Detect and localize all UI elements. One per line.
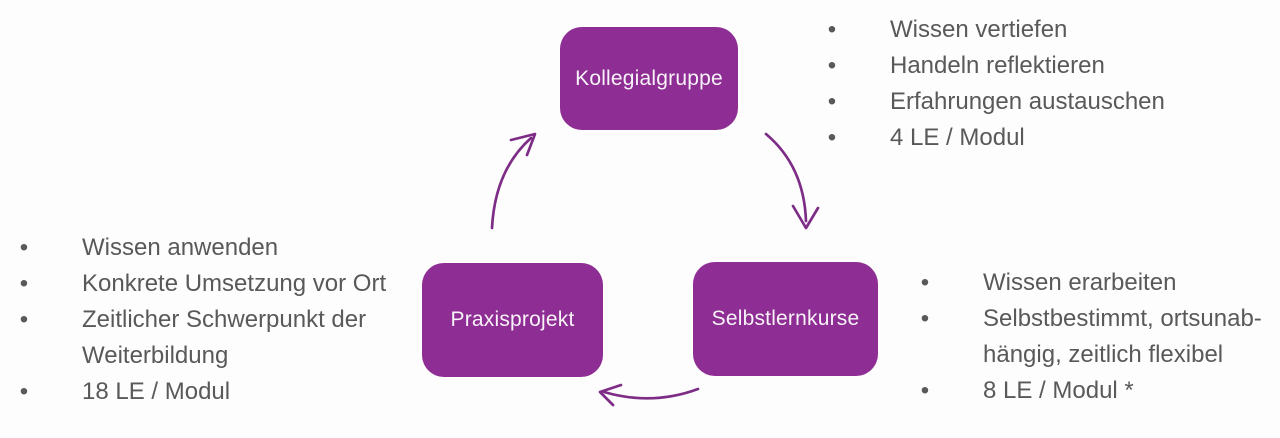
list-item: • Handeln reflektieren	[812, 48, 1232, 84]
list-item: • 4 LE / Modul	[812, 120, 1232, 156]
list-item-text: Zeitlicher Schwerpunkt der Weiterbildung	[82, 306, 367, 369]
bullet-icon: •	[827, 88, 837, 115]
list-item: • 8 LE / Modul *	[905, 373, 1280, 409]
list-item-text: 8 LE / Modul *	[983, 377, 1134, 404]
node-praxisprojekt: Praxisprojekt	[422, 263, 603, 377]
list-item-text: Wissen anwenden	[82, 234, 279, 261]
bullet-icon: •	[19, 378, 29, 405]
list-item-text: Erfahrungen austauschen	[890, 88, 1165, 115]
selbstlernkurse-bullet-list: • Wissen erarbeiten • Selbstbestimmt, or…	[905, 265, 1280, 409]
list-item-text: Wissen erarbeiten	[983, 269, 1177, 296]
list-item: • Zeitlicher Schwerpunkt der Weiterbildu…	[4, 302, 444, 374]
list-item: • Selbstbestimmt, ortsunab- hängig, zeit…	[905, 301, 1280, 373]
bullet-icon: •	[920, 269, 930, 296]
bullet-icon: •	[827, 52, 837, 79]
list-item-text: 18 LE / Modul	[82, 378, 231, 405]
praxisprojekt-bullet-list: • Wissen anwenden • Konkrete Umsetzung v…	[4, 230, 444, 410]
list-item: • Wissen anwenden	[4, 230, 444, 266]
list-item: • Wissen erarbeiten	[905, 265, 1280, 301]
node-kollegialgruppe-label: Kollegialgruppe	[575, 66, 723, 90]
list-item: • Wissen vertiefen	[812, 12, 1232, 48]
list-item-text: 4 LE / Modul	[890, 124, 1025, 151]
bullet-icon: •	[827, 124, 837, 151]
arrow-selbstlernkurse-to-praxisprojekt-icon	[598, 383, 700, 407]
node-selbstlernkurse: Selbstlernkurse	[693, 262, 878, 376]
list-item: • 18 LE / Modul	[4, 374, 444, 410]
list-item-text: Konkrete Umsetzung vor Ort	[82, 270, 387, 297]
node-kollegialgruppe: Kollegialgruppe	[560, 27, 738, 130]
list-item: • Erfahrungen austauschen	[812, 84, 1232, 120]
bullet-icon: •	[19, 270, 29, 297]
arrow-praxisprojekt-to-kollegialgruppe-icon	[490, 132, 537, 230]
bullet-icon: •	[19, 234, 29, 261]
bullet-icon: •	[19, 306, 29, 333]
list-item-text: Selbstbestimmt, ortsunab- hängig, zeitli…	[983, 305, 1262, 368]
arrow-kollegialgruppe-to-selbstlernkurse-icon	[764, 132, 820, 230]
node-praxisprojekt-label: Praxisprojekt	[450, 308, 575, 331]
kollegialgruppe-bullet-list: • Wissen vertiefen • Handeln reflektiere…	[812, 12, 1232, 156]
bullet-icon: •	[920, 305, 930, 332]
node-selbstlernkurse-label: Selbstlernkurse	[711, 307, 860, 330]
bullet-icon: •	[920, 377, 930, 404]
bullet-icon: •	[827, 16, 837, 43]
list-item-text: Handeln reflektieren	[890, 52, 1105, 79]
list-item: • Konkrete Umsetzung vor Ort	[4, 266, 444, 302]
list-item-text: Wissen vertiefen	[890, 16, 1068, 43]
